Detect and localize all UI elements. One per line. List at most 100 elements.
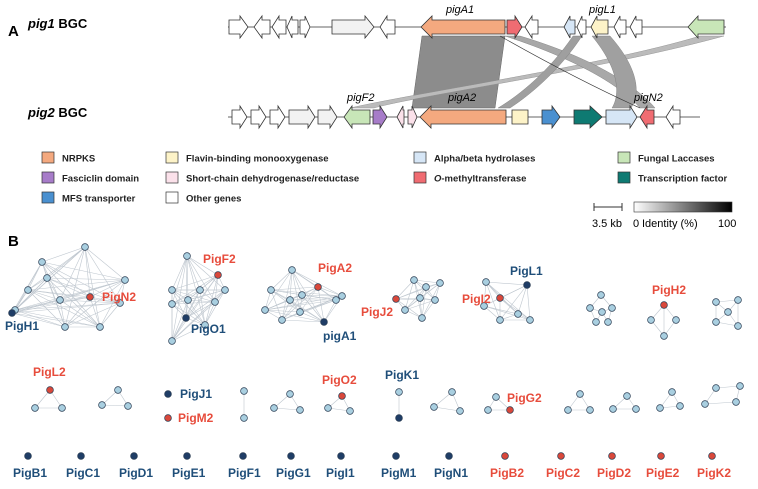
singleton-node[interactable] [708,452,716,460]
network-node[interactable] [278,316,286,324]
network-node[interactable] [98,401,106,409]
network-node[interactable] [448,388,456,396]
singleton-node[interactable] [183,452,191,460]
network-node[interactable] [24,286,32,294]
network-node[interactable] [632,405,640,413]
network-node[interactable] [338,292,346,300]
singleton-node[interactable] [557,452,565,460]
network-node[interactable] [320,318,328,326]
network-node[interactable] [288,266,296,274]
network-node[interactable] [392,295,400,303]
network-node[interactable] [38,258,46,266]
network-node[interactable] [701,400,709,408]
network-node[interactable] [586,406,594,414]
network-node[interactable] [734,322,742,330]
singleton-node[interactable] [608,452,616,460]
network-node[interactable] [261,306,269,314]
network-node[interactable] [623,392,631,400]
network-node[interactable] [240,387,248,395]
network-node[interactable] [324,404,332,412]
network-node[interactable] [116,299,124,307]
network-node[interactable] [8,309,16,317]
network-node[interactable] [267,286,275,294]
network-node[interactable] [712,384,720,392]
network-node[interactable] [211,298,219,306]
network-node[interactable] [492,393,500,401]
network-node[interactable] [346,407,354,415]
network-node[interactable] [736,382,744,390]
network-node[interactable] [298,291,306,299]
network-node[interactable] [416,294,424,302]
network-node[interactable] [526,316,534,324]
network-node[interactable] [31,404,39,412]
singleton-node[interactable] [392,452,400,460]
singleton-node[interactable] [239,452,247,460]
network-node[interactable] [332,296,340,304]
network-node[interactable] [608,304,616,312]
network-node[interactable] [395,414,403,422]
network-node[interactable] [46,386,54,394]
network-node[interactable] [201,321,209,329]
network-node[interactable] [712,298,720,306]
network-node[interactable] [660,301,668,309]
network-node[interactable] [401,306,409,314]
network-node[interactable] [576,390,584,398]
network-node[interactable] [732,398,740,406]
network-node[interactable] [338,392,346,400]
singleton-node[interactable] [24,452,32,460]
network-node[interactable] [168,337,176,345]
network-node[interactable] [184,296,192,304]
network-node[interactable] [296,308,304,316]
network-node[interactable] [214,271,222,279]
singleton-node[interactable] [287,452,295,460]
network-node[interactable] [286,296,294,304]
network-node[interactable] [604,318,612,326]
network-node[interactable] [86,293,94,301]
network-node[interactable] [456,407,464,415]
network-node[interactable] [609,405,617,413]
network-node[interactable] [592,318,600,326]
singleton-node[interactable] [657,452,665,460]
singleton-node[interactable] [445,452,453,460]
network-node[interactable] [564,406,572,414]
network-node[interactable] [597,291,605,299]
network-node[interactable] [221,286,229,294]
network-node[interactable] [418,314,426,322]
network-node[interactable] [61,323,69,331]
network-node[interactable] [480,302,488,310]
network-node[interactable] [436,279,444,287]
network-node[interactable] [164,390,172,398]
network-node[interactable] [506,406,514,414]
singleton-node[interactable] [77,452,85,460]
network-node[interactable] [668,388,676,396]
network-node[interactable] [395,388,403,396]
network-node[interactable] [672,316,680,324]
singleton-node[interactable] [337,452,345,460]
network-node[interactable] [734,296,742,304]
network-node[interactable] [114,386,122,394]
network-node[interactable] [240,414,248,422]
network-node[interactable] [296,406,304,414]
network-node[interactable] [58,404,66,412]
network-node[interactable] [182,314,190,322]
network-node[interactable] [183,252,191,260]
network-node[interactable] [410,276,418,284]
network-node[interactable] [496,294,504,302]
network-node[interactable] [496,316,504,324]
network-node[interactable] [586,304,594,312]
network-node[interactable] [647,316,655,324]
network-node[interactable] [196,286,204,294]
network-node[interactable] [598,308,606,316]
network-node[interactable] [121,276,129,284]
network-node[interactable] [656,404,664,412]
singleton-node[interactable] [501,452,509,460]
network-node[interactable] [724,308,732,316]
network-node[interactable] [286,390,294,398]
network-node[interactable] [81,243,89,251]
network-node[interactable] [168,300,176,308]
network-node[interactable] [314,283,322,291]
network-node[interactable] [422,283,430,291]
network-node[interactable] [523,281,531,289]
network-node[interactable] [43,274,51,282]
network-node[interactable] [660,332,668,340]
